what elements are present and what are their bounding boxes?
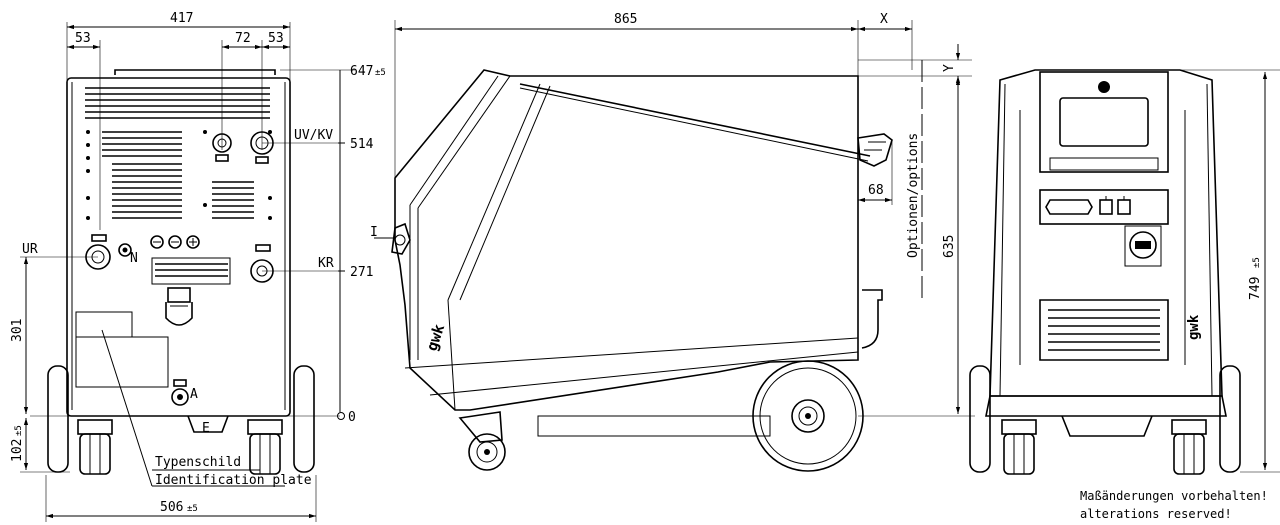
- side-rear-wheel: [752, 360, 864, 472]
- dim-647-text: 647: [350, 64, 373, 79]
- ur-connector: [85, 234, 111, 270]
- ur-label: UR: [22, 242, 38, 257]
- dim-301-text: 301: [10, 319, 25, 342]
- kr-connector: [250, 244, 274, 283]
- n-label: N: [130, 251, 138, 266]
- dim-72: 72: [222, 31, 262, 50]
- plate-label-de: Typenschild: [155, 455, 241, 470]
- dim-635-text: 635: [942, 235, 957, 258]
- rear-brand: gwk: [1186, 314, 1202, 340]
- front-dots: [86, 130, 272, 220]
- dim-271-text: 271: [350, 265, 373, 280]
- kr-label: KR: [318, 256, 334, 271]
- dim-417-text: 417: [170, 11, 193, 26]
- dim-53-left: 53: [67, 31, 100, 50]
- side-front-caster: [458, 411, 506, 471]
- dim-53-left-text: 53: [75, 31, 91, 46]
- dim-417: 417: [67, 11, 290, 30]
- dim-865-text: 865: [614, 12, 637, 27]
- front-top-vents: [85, 87, 270, 119]
- plate-label-en: Identification plate: [155, 473, 312, 488]
- rear-grille: [1039, 299, 1169, 361]
- front-view: 417 53 72 53: [10, 11, 386, 522]
- front-right-vents: [212, 181, 254, 219]
- dim-72-text: 72: [235, 31, 251, 46]
- dim-53-right: 53: [262, 31, 290, 50]
- switch-symbols: [150, 235, 200, 249]
- dim-749-text: 749: [1248, 277, 1263, 300]
- dim-647-tol: ±5: [375, 68, 386, 78]
- rear-wheels: [969, 365, 1241, 475]
- side-right-connector: [857, 133, 893, 167]
- a-label: A: [190, 387, 198, 402]
- y-label: Y: [942, 64, 957, 72]
- options-label: Optionen/options: [906, 133, 921, 258]
- side-view: 865 X Y Optionen/options 635 gwk: [370, 12, 975, 472]
- n-connector: [118, 243, 132, 257]
- dim-53-right-text: 53: [268, 31, 284, 46]
- i-connector: [391, 222, 411, 255]
- dim-102-text: 102: [10, 439, 25, 462]
- x-label: X: [880, 12, 888, 27]
- note-line-2: alterations reserved!: [1080, 507, 1232, 521]
- zero-label: 0: [348, 410, 356, 425]
- a-connector: [171, 379, 189, 406]
- i-label: I: [370, 225, 378, 240]
- front-pump: [165, 287, 193, 326]
- dim-68-text: 68: [868, 183, 884, 198]
- note-line-1: Maßänderungen vorbehalten!: [1080, 489, 1268, 503]
- dim-506-text: 506: [160, 500, 183, 515]
- dim-514-text: 514: [350, 137, 374, 152]
- e-label: E: [202, 421, 210, 436]
- identification-plate-area: [75, 311, 169, 388]
- rear-view: 749 ±5: [969, 69, 1280, 475]
- dim-506-tol: ±5: [187, 504, 198, 514]
- front-left-vents: [102, 131, 182, 219]
- main-switch: [1124, 225, 1162, 267]
- side-brand: gwk: [423, 322, 448, 353]
- uv-kv-label: UV/KV: [294, 128, 333, 143]
- dim-102-tol: ±5: [14, 425, 24, 436]
- front-hatched-panel: [151, 257, 231, 285]
- dim-749-tol: ±5: [1252, 257, 1262, 268]
